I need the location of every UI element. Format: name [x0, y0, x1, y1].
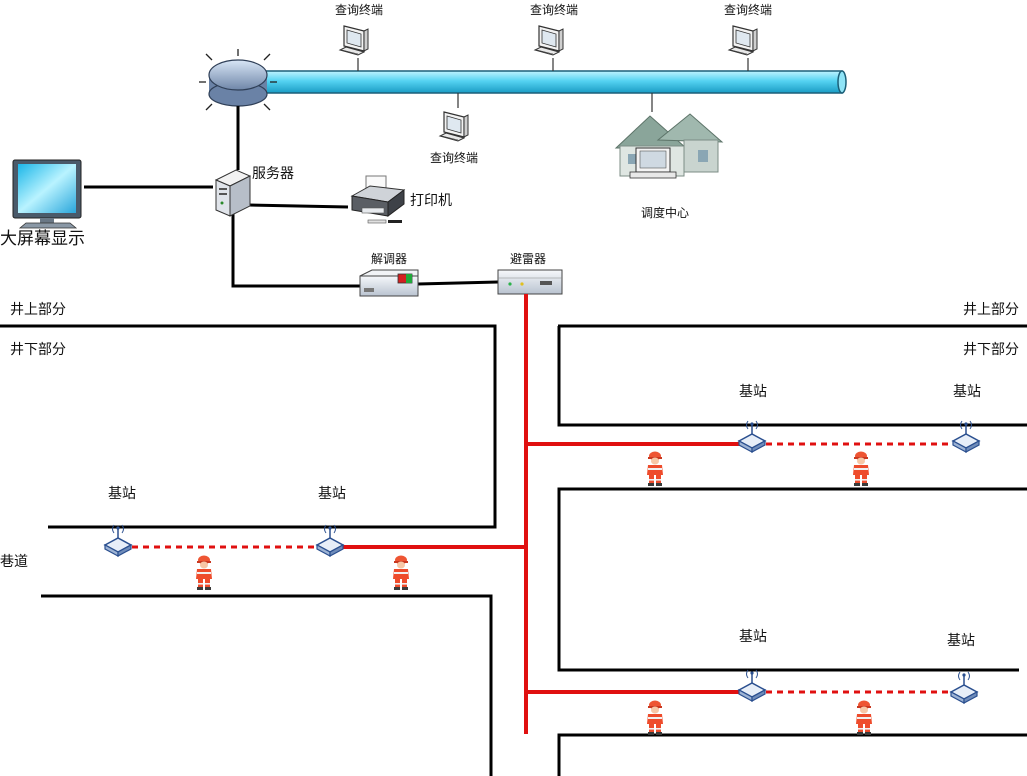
dispatch-center-label: 调度中心 — [641, 205, 689, 220]
building-icon — [614, 113, 724, 179]
miner-icon — [393, 555, 409, 590]
monitor-icon — [12, 159, 82, 229]
modem-icon — [359, 269, 419, 297]
above-ground-label-left: 井上部分 — [10, 302, 66, 318]
query-terminal-2: 查询终端 — [530, 2, 578, 56]
miner-icon — [647, 451, 663, 486]
base-station-icon — [738, 669, 766, 702]
printer-label: 打印机 — [410, 192, 452, 209]
base-station-right-3: 基站 — [738, 628, 767, 702]
miner-icon — [196, 555, 212, 590]
network-hub-icon — [199, 49, 277, 111]
computer-icon — [439, 111, 469, 142]
wireless-links — [132, 442, 952, 694]
base-station-icon — [104, 524, 132, 557]
underground-label-left: 井下部分 — [10, 342, 66, 358]
dispatch-center: 调度中心 — [614, 113, 724, 220]
query-terminal-1: 查询终端 — [335, 2, 383, 56]
base-station-label: 基站 — [739, 628, 767, 645]
modem: 解调器 — [359, 252, 419, 297]
computer-icon — [339, 25, 369, 56]
modem-label: 解调器 — [371, 252, 407, 266]
miner-icon — [856, 700, 872, 735]
base-station-label: 基站 — [953, 383, 981, 400]
query-terminal-3: 查询终端 — [724, 2, 772, 56]
miner-icon — [647, 700, 663, 735]
query-terminal-label: 查询终端 — [335, 2, 383, 17]
computer-icon — [534, 25, 564, 56]
base-station-left-1: 基站 — [104, 485, 136, 557]
base-station-icon — [950, 671, 978, 704]
computer-icon — [728, 25, 758, 56]
query-terminal-label: 查询终端 — [724, 2, 772, 17]
query-terminal-label: 查询终端 — [530, 2, 578, 17]
base-station-label: 基站 — [739, 383, 767, 400]
fiber-trunk — [330, 294, 752, 734]
lightning-arrester: 避雷器 — [497, 252, 563, 295]
tunnel-walls — [0, 324, 1027, 776]
big-screen-label: 大屏幕显示 — [0, 229, 85, 249]
terminal-connectors — [357, 58, 749, 112]
base-station-icon — [316, 524, 344, 557]
base-station-right-1: 基站 — [738, 383, 767, 453]
printer: 打印机 — [350, 175, 452, 224]
base-station-label: 基站 — [318, 485, 346, 502]
lightning-arrester-icon — [497, 269, 563, 295]
base-station-right-4: 基站 — [947, 632, 978, 704]
tunnel-label: 巷道 — [0, 554, 28, 570]
base-station-label: 基站 — [108, 485, 136, 502]
server-label: 服务器 — [252, 166, 294, 182]
server-cables — [84, 106, 499, 288]
base-station-label: 基站 — [947, 632, 975, 649]
lightning-arrester-label: 避雷器 — [510, 252, 546, 266]
query-terminal-label: 查询终端 — [430, 150, 478, 165]
base-station-left-2: 基站 — [316, 485, 346, 557]
base-station-right-2: 基站 — [952, 383, 981, 453]
backbone-network-pipe — [237, 70, 847, 94]
underground-label-right: 井下部分 — [963, 342, 1019, 358]
server-icon — [214, 169, 252, 217]
big-screen-display: 大屏幕显示 — [0, 159, 85, 249]
query-terminal-4: 查询终端 — [430, 111, 478, 165]
printer-icon — [350, 175, 406, 224]
above-ground-label-right: 井上部分 — [963, 302, 1019, 318]
miner-icon — [853, 451, 869, 486]
server: 服务器 — [214, 166, 294, 217]
